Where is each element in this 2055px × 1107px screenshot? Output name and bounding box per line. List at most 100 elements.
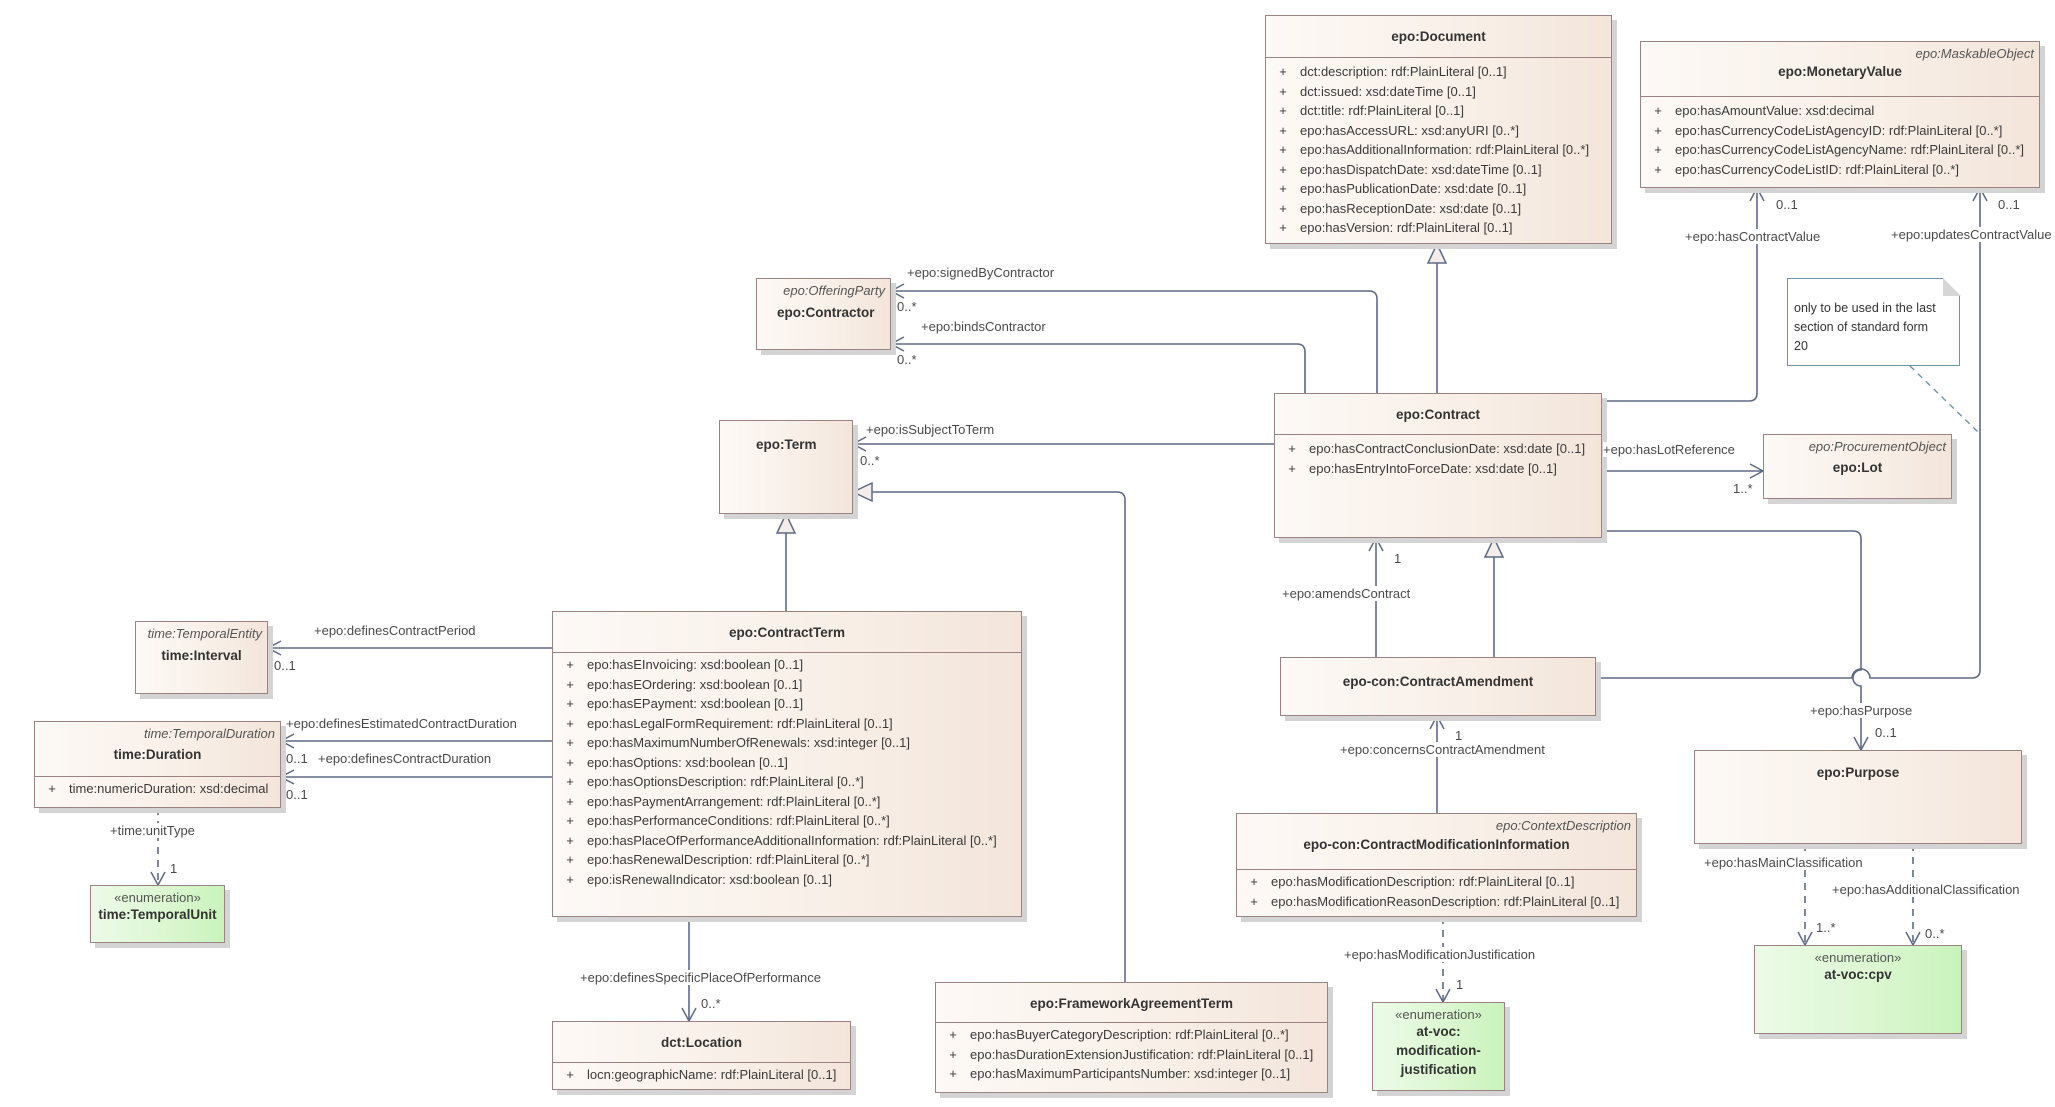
class-name: time:Duration (113, 747, 202, 762)
enum-modification-justification[interactable]: «enumeration» at-voc:modification-justif… (1372, 1002, 1505, 1091)
attribute-row[interactable]: + epo:hasPerformanceConditions: rdf:Plain… (553, 811, 1021, 831)
public-visibility-icon: + (566, 1067, 574, 1082)
attribute-row[interactable]: +epo:hasOptionsDescription: rdf:PlainLit… (553, 772, 1021, 792)
text-line: section of standard form (1794, 320, 1929, 334)
attribute-row[interactable]: +epo:hasVersion: rdf:PlainLiteral [0..1] (1266, 218, 1611, 238)
attribute-list: +epo:hasAmountValue: xsd:decimal+epo:has… (1641, 97, 2039, 179)
attribute-row[interactable]: +epo:isRenewalIndicator: xsd:boolean [0.… (553, 870, 1021, 890)
attribute-row[interactable]: +epo:hasEInvoicing: xsd:boolean [0..1] (553, 655, 1021, 675)
class-stereotype: epo:OfferingParty (783, 283, 885, 298)
class-stereotype: time:TemporalDuration (143, 726, 275, 741)
class-header: epo:Purpose (1695, 751, 2021, 780)
class-name: epo:Term (756, 437, 817, 452)
attribute-row[interactable]: +epo:hasEntryIntoForceDate: xsd:date [0.… (1275, 459, 1601, 479)
attribute-row[interactable]: +epo:hasDurationExtensionJustification: … (936, 1045, 1327, 1065)
multiplicity-has-modification-justification: 1 (1456, 977, 1464, 992)
class-contract-term[interactable]: epo:ContractTerm +epo:hasEInvoicing: xsd… (552, 611, 1022, 917)
class-name: at-voc:modification-justification (1373, 1022, 1504, 1079)
class-header: epo:ContractTerm (553, 612, 1021, 653)
role-binds-contractor: +epo:bindsContractor (921, 319, 1046, 334)
note-link (1909, 365, 1979, 433)
multiplicity-is-subject-to-term: 0..* (860, 453, 880, 468)
attribute-row[interactable]: +epo:hasAdditionalInformation: rdf:Plain… (1266, 140, 1611, 160)
attribute-row[interactable]: +locn:geographicName: rdf:PlainLiteral [… (553, 1065, 850, 1085)
attribute-row[interactable]: +epo:hasContractConclusionDate: xsd:date… (1275, 439, 1601, 459)
attribute-row[interactable]: +epo:hasBuyerCategoryDescription: rdf:Pl… (936, 1025, 1327, 1045)
public-visibility-icon: + (1250, 874, 1258, 889)
public-visibility-icon: + (1288, 460, 1296, 476)
class-name: epo:ContractTerm (728, 625, 845, 640)
text-line: only to be used in the last (1794, 301, 1936, 315)
class-header: epo:Contract (1275, 394, 1601, 435)
attribute-text: epo:hasPerformanceConditions: rdf:PlainL… (587, 813, 890, 828)
public-visibility-icon: + (1279, 122, 1287, 138)
public-visibility-icon: + (949, 1027, 957, 1042)
attribute-row[interactable]: +dct:issued: xsd:dateTime [0..1] (1266, 82, 1611, 102)
class-header: dct:Location (553, 1022, 850, 1063)
note-fold-icon (1942, 277, 1961, 296)
public-visibility-icon: + (566, 813, 574, 828)
class-stereotype: «enumeration» (1814, 950, 1902, 965)
multiplicity-defines-contract-period: 0..1 (274, 658, 296, 673)
class-location[interactable]: dct:Location +locn:geographicName: rdf:P… (552, 1021, 851, 1090)
attribute-text: epo:hasEPayment: xsd:boolean [0..1] (587, 696, 804, 711)
attribute-row[interactable]: +epo:hasLegalFormRequirement: rdf:PlainL… (553, 714, 1021, 734)
attribute-row[interactable]: +epo:hasOptions: xsd:boolean [0..1] (553, 753, 1021, 773)
class-framework-agreement-term[interactable]: epo:FrameworkAgreementTerm +epo:hasBuyer… (935, 982, 1328, 1093)
class-contract-amendment[interactable]: epo-con:ContractAmendment (1280, 657, 1596, 716)
enum-temporal-unit[interactable]: «enumeration» time:TemporalUnit (90, 885, 225, 943)
class-header: time:TemporalEntity time:Interval (136, 622, 267, 663)
class-term[interactable]: epo:Term (719, 420, 853, 514)
attribute-row[interactable]: +epo:hasPaymentArrangement: rdf:PlainLit… (553, 792, 1021, 812)
attribute-row[interactable]: +epo:hasMaximumNumberOfRenewals: xsd:int… (553, 733, 1021, 753)
attribute-row[interactable]: +dct:description: rdf:PlainLiteral [0..1… (1266, 62, 1611, 82)
class-lot[interactable]: epo:ProcurementObject epo:Lot (1763, 434, 1952, 499)
attribute-row[interactable]: +time:numericDuration: xsd:decimal (35, 779, 280, 799)
public-visibility-icon: + (949, 1066, 957, 1081)
attribute-text: epo:hasOptions: xsd:boolean [0..1] (587, 754, 788, 770)
attribute-row[interactable]: +epo:hasModificationReasonDescription: r… (1237, 892, 1636, 912)
attribute-row[interactable]: +epo:hasCurrencyCodeListAgencyID: rdf:Pl… (1641, 121, 2039, 141)
attribute-text: epo:hasLegalFormRequirement: rdf:PlainLi… (587, 715, 893, 731)
class-contract[interactable]: epo:Contract +epo:hasContractConclusionD… (1274, 393, 1602, 538)
public-visibility-icon: + (566, 774, 574, 789)
attribute-row[interactable]: +dct:title: rdf:PlainLiteral [0..1] (1266, 101, 1611, 121)
attribute-row[interactable]: +epo:hasCurrencyCodeListID: rdf:PlainLit… (1641, 160, 2039, 180)
class-name: epo:Purpose (1816, 765, 1900, 780)
attribute-row[interactable]: +epo:hasMaximumParticipantsNumber: xsd:i… (936, 1064, 1327, 1084)
class-document[interactable]: epo:Document +dct:description: rdf:Plain… (1265, 15, 1612, 244)
attribute-row[interactable]: +epo:hasAccessURL: xsd:anyURI [0..*] (1266, 121, 1611, 141)
attribute-row[interactable]: +epo:hasPublicationDate: xsd:date [0..1] (1266, 179, 1611, 199)
class-name: time:Interval (161, 648, 242, 663)
enum-cpv[interactable]: «enumeration» at-voc:cpv (1754, 945, 1962, 1034)
attribute-row[interactable]: +epo:hasAmountValue: xsd:decimal (1641, 101, 2039, 121)
role-unit-type: +time:unitType (110, 823, 195, 838)
association-has-purpose (1602, 530, 1869, 752)
multiplicity-has-additional-classification: 0..* (1925, 926, 1945, 941)
public-visibility-icon: + (1279, 220, 1287, 235)
multiplicity-concerns-contract-amendment: 1 (1455, 728, 1463, 743)
class-header: epo-con:ContractAmendment (1281, 658, 1595, 689)
attribute-row[interactable]: +epo:hasCurrencyCodeListAgencyName: rdf:… (1641, 140, 2039, 160)
class-contractor[interactable]: epo:OfferingParty epo:Contractor (756, 278, 891, 350)
attribute-row[interactable]: +epo:hasEOrdering: xsd:boolean [0..1] (553, 675, 1021, 695)
attribute-text: epo:hasDispatchDate: xsd:dateTime [0..1] (1300, 161, 1542, 177)
class-purpose[interactable]: epo:Purpose (1694, 750, 2022, 844)
class-contract-modification-information[interactable]: epo:ContextDescription epo-con:ContractM… (1236, 813, 1637, 917)
attribute-text: epo:hasPaymentArrangement: rdf:PlainLite… (587, 793, 881, 809)
multiplicity-amends-contract: 1 (1394, 551, 1402, 566)
attribute-row[interactable]: +epo:hasDispatchDate: xsd:dateTime [0..1… (1266, 160, 1611, 180)
role-has-contract-value: +epo:hasContractValue (1685, 229, 1821, 244)
attribute-list: +epo:hasModificationDescription: rdf:Pla… (1237, 870, 1636, 911)
attribute-row[interactable]: +epo:hasEPayment: xsd:boolean [0..1] (553, 694, 1021, 714)
attribute-text: epo:hasPublicationDate: xsd:date [0..1] (1300, 181, 1527, 196)
association-has-contract-value (1602, 186, 1765, 402)
class-interval[interactable]: time:TemporalEntity time:Interval (135, 621, 268, 694)
attribute-row[interactable]: +epo:hasModificationDescription: rdf:Pla… (1237, 872, 1636, 892)
attribute-row[interactable]: +epo:hasPlaceOfPerformanceAdditionalInfo… (553, 831, 1021, 851)
class-duration[interactable]: time:TemporalDuration time:Duration +tim… (34, 721, 281, 808)
class-monetary-value[interactable]: epo:MaskableObject epo:MonetaryValue +ep… (1640, 41, 2040, 188)
public-visibility-icon: + (566, 852, 574, 867)
attribute-row[interactable]: +epo:hasRenewalDescription: rdf:PlainLit… (553, 850, 1021, 870)
attribute-row[interactable]: +epo:hasReceptionDate: xsd:date [0..1] (1266, 199, 1611, 219)
